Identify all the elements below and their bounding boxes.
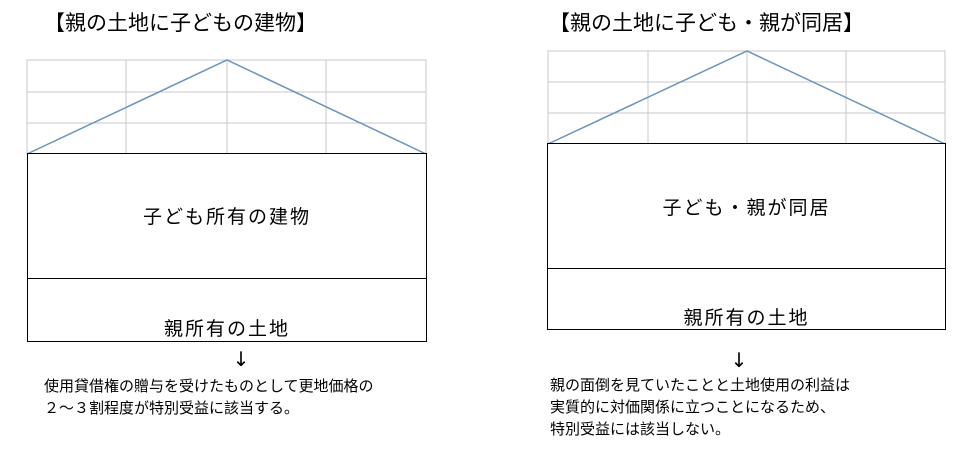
right-note-line-1: 親の面倒を見ていたことと土地使用の利益は: [550, 376, 851, 394]
right-land-label: 親所有の土地: [683, 307, 810, 329]
right-title: 【親の土地に子ども・親が同居】: [549, 11, 864, 35]
right-building-box: 子ども・親が同居: [547, 143, 946, 270]
left-note: 使用貸借権の贈与を受けたものとして更地価格の ２～３割程度が特別受益に該当する。: [44, 375, 374, 419]
right-land-box: 親所有の土地: [547, 268, 946, 330]
left-roof-grid: [26, 59, 427, 155]
left-grid-lines: [26, 59, 427, 155]
left-building-box: 子ども所有の建物: [27, 153, 427, 280]
left-note-line-2: ２～３割程度が特別受益に該当する。: [44, 399, 300, 417]
right-note: 親の面倒を見ていたことと土地使用の利益は 実質的に対価関係に立つことになるため、…: [550, 374, 850, 440]
left-roof-line: [26, 59, 427, 155]
left-down-arrow: ↓: [232, 347, 250, 371]
left-land-label: 親所有の土地: [163, 318, 290, 340]
left-diagram: 【親の土地に子どもの建物】 子ども所有の建物 親所有の土地 ↓ 使用貸借権の贈与…: [0, 0, 480, 454]
right-note-line-2: 実質的に対価関係に立つことになるため、: [550, 398, 836, 416]
right-note-line-3: 特別受益には該当しない。: [550, 420, 731, 438]
left-note-line-1: 使用貸借権の贈与を受けたものとして更地価格の: [44, 377, 374, 395]
left-title: 【親の土地に子どもの建物】: [44, 11, 317, 35]
left-land-box: 親所有の土地: [27, 278, 427, 342]
right-grid-lines: [547, 50, 946, 145]
right-down-arrow: ↓: [730, 348, 748, 372]
right-building-label: 子ども・親が同居: [662, 197, 831, 219]
left-building-label: 子ども所有の建物: [142, 206, 311, 228]
right-roof-line: [547, 50, 946, 145]
